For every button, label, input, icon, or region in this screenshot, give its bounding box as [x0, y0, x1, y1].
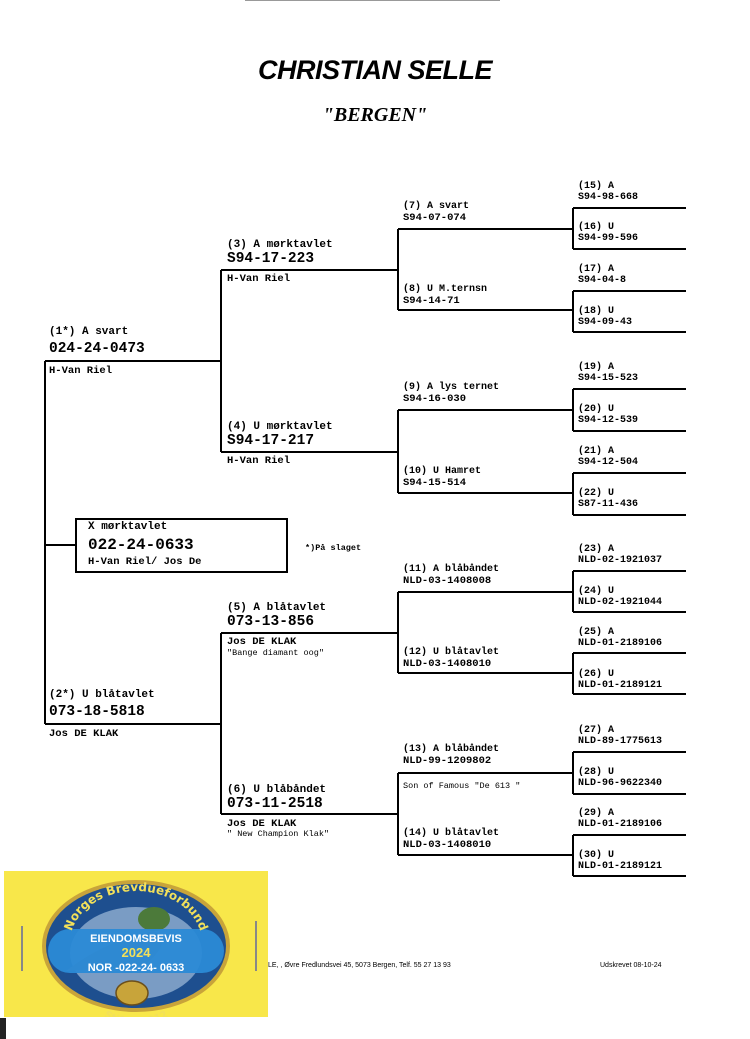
pedigree-entry-ring: NLD-99-1209802 [403, 755, 492, 767]
pedigree-entry-desc: (4) U mørktavlet [227, 421, 333, 433]
pedigree-entry-ring: NLD-03-1408010 [403, 658, 492, 670]
pedigree-entry-desc: (28) U [578, 767, 615, 778]
subject-ring: 022-24-0633 [88, 536, 194, 554]
pedigree-entry-note: H-Van Riel [227, 455, 291, 467]
pedigree-entry-desc: (12) U blåtavlet [403, 647, 500, 658]
pedigree-entry-ring: NLD-96-9622340 [578, 778, 663, 789]
pedigree-entry-ring: S94-04-8 [578, 275, 627, 286]
pedigree-entry-ring: 073-18-5818 [49, 704, 145, 720]
pedigree-entry-desc: (21) A [578, 446, 615, 457]
pedigree-entry-desc: (13) A blåbåndet [403, 744, 500, 755]
pedigree-entry-ring: S94-12-539 [578, 415, 639, 426]
pedigree-entry-ring: S94-07-074 [403, 212, 467, 224]
pedigree-entry-ring: NLD-01-2189121 [578, 861, 663, 872]
pedigree-entry-desc: (20) U [578, 404, 615, 415]
subject-note: *)På slaget [305, 543, 362, 553]
pedigree-entry-ring: 073-13-856 [227, 614, 315, 630]
pedigree-entry-desc: (1*) A svart [49, 326, 129, 338]
pedigree-entry-desc: (17) A [578, 264, 615, 275]
ribbon-icon [48, 929, 224, 973]
pedigree-entry-desc: (19) A [578, 362, 615, 373]
subject-desc: X mørktavlet [88, 521, 168, 533]
pedigree-entry-desc: (29) A [578, 808, 615, 819]
pedigree-entry-ring: NLD-01-2189121 [578, 680, 663, 691]
pedigree-entry-desc: (22) U [578, 488, 615, 499]
pedigree-entry-ring: NLD-89-1775613 [578, 736, 663, 747]
pedigree-entry-ring: S94-15-523 [578, 373, 639, 384]
subject-box [75, 518, 288, 573]
pedigree-entry-desc: (9) A lys ternet [403, 382, 500, 393]
pedigree-entry-ring: 024-24-0473 [49, 341, 145, 357]
pedigree-entry-ring: S94-12-504 [578, 457, 639, 468]
pedigree-entry-desc: (30) U [578, 850, 615, 861]
pedigree-entry-note: Son of Famous "De 613 " [403, 781, 521, 791]
pigeon-icon [138, 907, 170, 931]
pedigree-entry-ring: NLD-02-1921044 [578, 597, 663, 608]
pedigree-entry-desc: (25) A [578, 627, 615, 638]
pedigree-entry-extra: "Bange diamant oog" [227, 648, 324, 658]
pedigree-entry-desc: (27) A [578, 725, 615, 736]
pedigree-entry-ring: NLD-03-1408008 [403, 575, 492, 587]
pedigree-entry-ring: S94-15-514 [403, 477, 467, 489]
pedigree-entry-desc: (16) U [578, 222, 615, 233]
pedigree-entry-desc: (8) U M.ternsn [403, 284, 488, 295]
pedigree-entry-ring: NLD-01-2189106 [578, 819, 663, 830]
page-title: CHRISTIAN SELLE [257, 55, 493, 85]
pedigree-entry-ring: 073-11-2518 [227, 796, 323, 812]
pedigree-entry-desc: (2*) U blåtavlet [49, 689, 155, 701]
pedigree-entry-desc: (11) A blåbåndet [403, 564, 500, 575]
ownership-medal-graphic: Norges Brevdueforbund Stiftet 1912 EIEND… [21, 880, 257, 1017]
pedigree-entry-note: H-Van Riel [227, 273, 291, 285]
page-subtitle: "BERGEN" [322, 104, 428, 126]
sticker-year: 2024 [122, 945, 152, 960]
pedigree-entry-note: Jos DE KLAK [227, 818, 297, 830]
pedigree-entry-ring: S94-14-71 [403, 295, 460, 307]
pedigree-entry-desc: (5) A blåtavlet [227, 602, 327, 614]
pedigree-entry-ring: NLD-02-1921037 [578, 555, 663, 566]
pedigree-entry-note: Jos DE KLAK [49, 728, 119, 740]
compass-emblem-icon [115, 980, 149, 1006]
pedigree-entry-desc: (18) U [578, 306, 615, 317]
pedigree-entry-ring: S94-17-223 [227, 251, 315, 267]
pedigree-entry-extra: " New Champion Klak" [227, 829, 330, 839]
pedigree-entry-desc: (14) U blåtavlet [403, 828, 500, 839]
pedigree-entry-desc: (24) U [578, 586, 615, 597]
pedigree-entry-ring: S94-17-217 [227, 433, 315, 449]
pedigree-entry-desc: (7) A svart [403, 201, 470, 212]
pedigree-entry-ring: S94-98-668 [578, 192, 639, 203]
footer-printed-date: Udskrevet 08-10-24 [600, 962, 662, 969]
pedigree-entry-desc: (26) U [578, 669, 615, 680]
pedigree-entry-ring: S94-99-596 [578, 233, 639, 244]
pedigree-entry-ring: NLD-03-1408010 [403, 839, 492, 851]
sticker-title: EIENDOMSBEVIS [90, 933, 182, 945]
sticker-ring: NOR -022-24- 0633 [88, 962, 185, 974]
pedigree-entry-ring: NLD-01-2189106 [578, 638, 663, 649]
scan-edge-mark [0, 1018, 6, 1039]
pedigree-entry-ring: S87-11-436 [578, 499, 639, 510]
subject-owner: H-Van Riel/ Jos De [88, 556, 202, 568]
pedigree-entry-ring: S94-16-030 [403, 393, 467, 405]
pedigree-entry-desc: (6) U blåbåndet [227, 784, 327, 796]
ownership-sticker: Norges Brevdueforbund Stiftet 1912 EIEND… [4, 871, 268, 1017]
footer-address: LE, , Øvre Fredlundsvei 45, 5073 Bergen,… [268, 962, 451, 969]
pedigree-entry-desc: (10) U Hamret [403, 466, 482, 477]
pedigree-entry-desc: (3) A mørktavlet [227, 239, 333, 251]
pedigree-entry-note: Jos DE KLAK [227, 636, 297, 648]
top-edge-line [245, 0, 500, 1]
pedigree-entry-desc: (15) A [578, 181, 615, 192]
pedigree-entry-ring: S94-09-43 [578, 317, 633, 328]
pedigree-entry-desc: (23) A [578, 544, 615, 555]
pedigree-entry-note: H-Van Riel [49, 365, 113, 377]
